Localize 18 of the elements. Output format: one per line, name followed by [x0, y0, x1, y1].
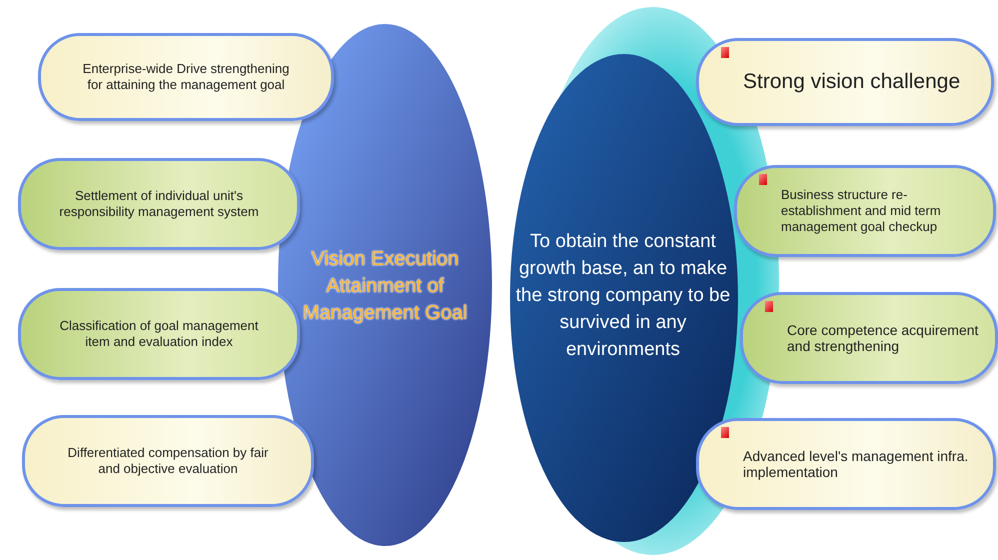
box-text: Classification of goal management item and evaluation index	[58, 318, 260, 350]
text-box	[740, 292, 998, 384]
text-box	[18, 158, 300, 250]
text-box	[22, 415, 314, 507]
ellipse-text: Vision Execution Attainment of Management Goal	[302, 247, 468, 326]
text-box	[18, 288, 300, 380]
box-text: Advanced level's management infra. implementation	[743, 448, 970, 480]
box-text: Strong vision challenge	[743, 71, 960, 93]
box-text: Enterprise-wide Drive strengthening for attaining the management goal	[82, 61, 290, 93]
box-text: Core competence acquirement and strengthening	[787, 322, 980, 354]
ellipse-text: To obtain the constant growth base, an to make the strong company to be survived in any environments	[514, 230, 732, 362]
text-box	[696, 418, 996, 510]
box-text: Business structure re-establishment and mid term management goal checkup	[781, 187, 942, 235]
text-box	[734, 165, 996, 257]
box-text: Differentiated compensation by fair and objective evaluation	[66, 445, 270, 477]
text-box	[696, 38, 994, 126]
text-box	[38, 33, 334, 121]
box-text: Settlement of individual unit's responsibility management system	[58, 188, 260, 220]
